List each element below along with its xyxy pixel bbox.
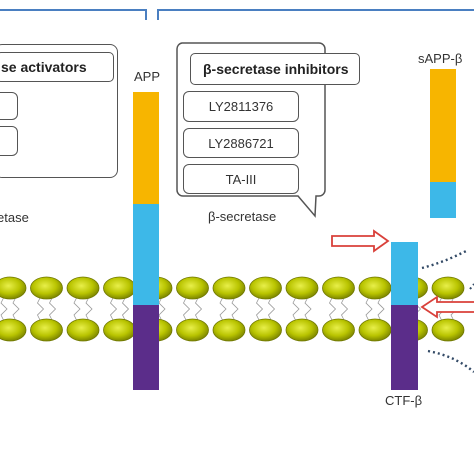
dotted-curve-lower	[427, 349, 474, 373]
inhibitor-item-3: TA-III	[183, 164, 299, 194]
lipid-tail	[49, 296, 57, 322]
lipid-tail	[12, 296, 20, 322]
dotted-curve-upper	[421, 248, 469, 270]
ctf-beta-label: CTF-β	[385, 393, 423, 408]
ctf-beta-purple-segment	[391, 305, 418, 390]
lipid-head	[176, 276, 209, 300]
sapp-beta-orange-segment	[430, 69, 456, 182]
lipid-tail	[256, 296, 264, 322]
lipid-head	[249, 318, 282, 342]
lipid-head	[285, 318, 319, 342]
lipid-head	[30, 276, 63, 300]
alpha-secretase-label: etase	[0, 210, 29, 225]
lipid-tail	[85, 296, 93, 322]
lipid-tail	[110, 296, 118, 322]
inhibitor-item-1: LY2811376	[183, 91, 299, 122]
activators-title: se activators	[1, 59, 87, 75]
dotted-curve-right	[469, 283, 474, 290]
lipid-head	[431, 318, 465, 342]
lipid-head	[249, 276, 282, 300]
lipid-tail	[0, 296, 8, 322]
activators-title-box: se activators	[0, 52, 114, 82]
ctf-beta-blue-segment	[391, 242, 418, 305]
lipid-tail	[183, 296, 191, 322]
lipid-head	[176, 318, 209, 342]
lipid-head	[0, 276, 27, 300]
lipid-tail	[292, 296, 300, 322]
lipid-head	[66, 318, 100, 342]
lipid-tail	[158, 296, 166, 322]
lipid-tail	[268, 296, 276, 322]
lipid-tail	[73, 296, 81, 322]
top-bracket	[0, 9, 474, 20]
lipid-tail	[219, 296, 227, 322]
lipid-tail	[365, 296, 373, 322]
lipid-head	[322, 276, 355, 300]
lipid-head	[0, 318, 27, 342]
inhibitors-title-box: β-secretase inhibitors	[190, 53, 360, 85]
gamma-cleavage-arrow-icon	[420, 295, 474, 319]
lipid-head	[285, 276, 319, 300]
inhibitor-item-2: LY2886721	[183, 128, 299, 158]
lipid-tail	[377, 296, 385, 322]
lipid-tail	[231, 296, 239, 322]
lipid-head	[212, 318, 246, 342]
lipid-head	[212, 276, 246, 300]
sapp-beta-label: sAPP-β	[418, 51, 463, 66]
lipid-head	[431, 276, 465, 300]
lipid-head	[30, 318, 63, 342]
lipid-tail	[37, 296, 45, 322]
lipid-tail	[329, 296, 337, 322]
lipid-tail	[195, 296, 203, 322]
lipid-head	[322, 318, 355, 342]
lipid-tail	[122, 296, 130, 322]
beta-cleavage-arrow-icon	[331, 229, 390, 253]
app-label: APP	[134, 69, 161, 84]
activator-item-2	[0, 126, 18, 156]
lipid-tail	[304, 296, 312, 322]
inhibitors-title: β-secretase inhibitors	[203, 61, 349, 77]
beta-secretase-label: β-secretase	[208, 209, 277, 224]
activators-callout	[0, 44, 118, 178]
app-ectodomain-segment	[133, 92, 159, 204]
app-abeta-segment	[133, 204, 159, 305]
activator-item-1	[0, 92, 18, 120]
app-cytoplasmic-segment	[133, 305, 159, 390]
sapp-beta-blue-segment	[430, 182, 456, 218]
lipid-tail	[341, 296, 349, 322]
lipid-head	[66, 276, 100, 300]
